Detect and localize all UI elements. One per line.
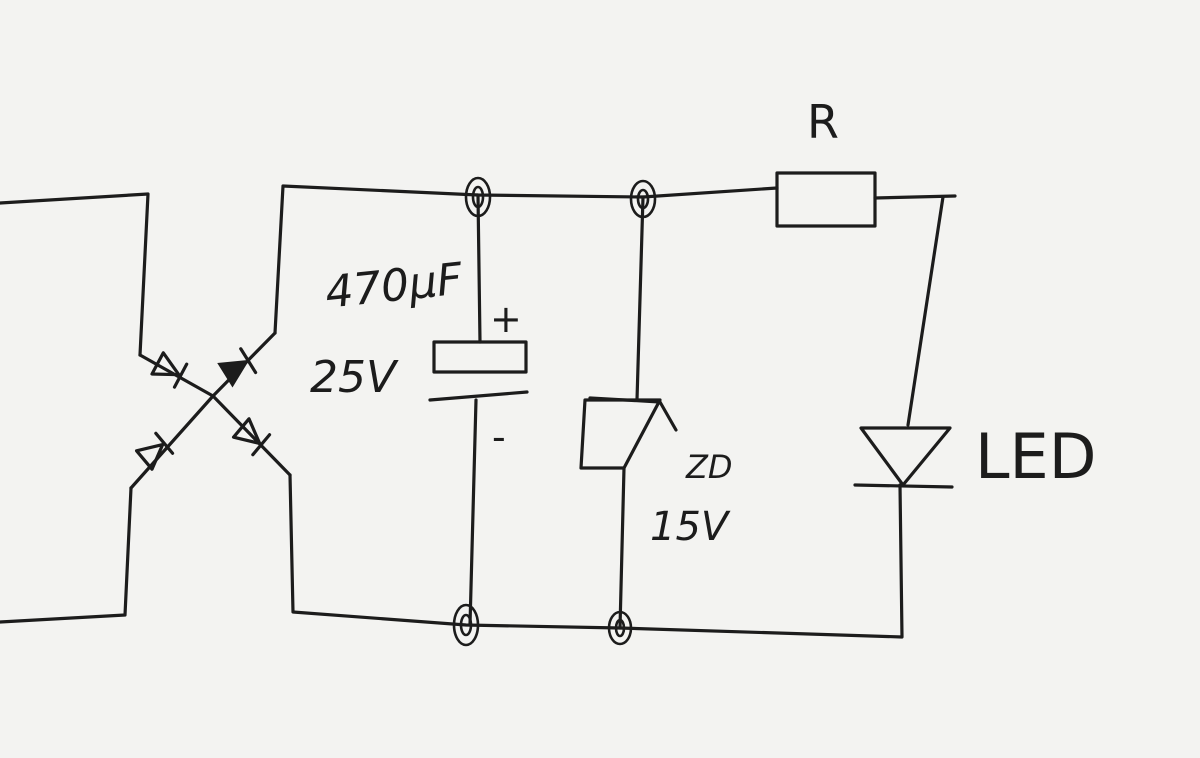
bridge-diode-icon (150, 351, 189, 389)
zener-diode (579, 195, 678, 630)
resistor (775, 171, 877, 228)
ac-input-wire-top (0, 192, 150, 357)
capacitor-lead-bottom (468, 398, 478, 627)
led-diode-icon (859, 426, 952, 487)
zener-type-label: ZD (685, 448, 733, 486)
capacitor-lead-top (476, 193, 482, 344)
zener-voltage-label: 15V (650, 504, 731, 550)
capacitor-positive-plate (432, 340, 528, 374)
ac-input-wire-bottom (0, 486, 133, 624)
zener-lead-bottom (618, 466, 626, 630)
zener-cathode-bar (588, 396, 678, 432)
junction-node (464, 176, 492, 218)
bridge-diode-icon (134, 431, 175, 471)
bridge-connection-bottom-left (129, 394, 215, 490)
capacitor (428, 193, 529, 627)
led-lead-top (906, 195, 945, 427)
bridge-diode-icon (217, 347, 258, 388)
capacitor-voltage-label: 25V (310, 352, 399, 403)
resistor-body (775, 171, 877, 228)
junction-node (629, 179, 657, 219)
capacitor-minus-label: - (492, 415, 506, 459)
bridge-connection-bottom-right (211, 394, 292, 477)
zener-lead-top (635, 195, 645, 402)
capacitor-plus-label: + (490, 297, 522, 341)
capacitor-negative-plate (428, 390, 529, 402)
bridge-diode-icon (231, 417, 272, 457)
resistor-label: R (807, 95, 839, 149)
bridge-rectifier (129, 331, 292, 490)
led-cathode-bar (853, 483, 954, 489)
led-label: LED (975, 420, 1096, 493)
negative-rail-wire (288, 473, 904, 639)
junction-node (452, 603, 480, 647)
led-diode (853, 195, 954, 489)
junction-node (607, 610, 633, 646)
